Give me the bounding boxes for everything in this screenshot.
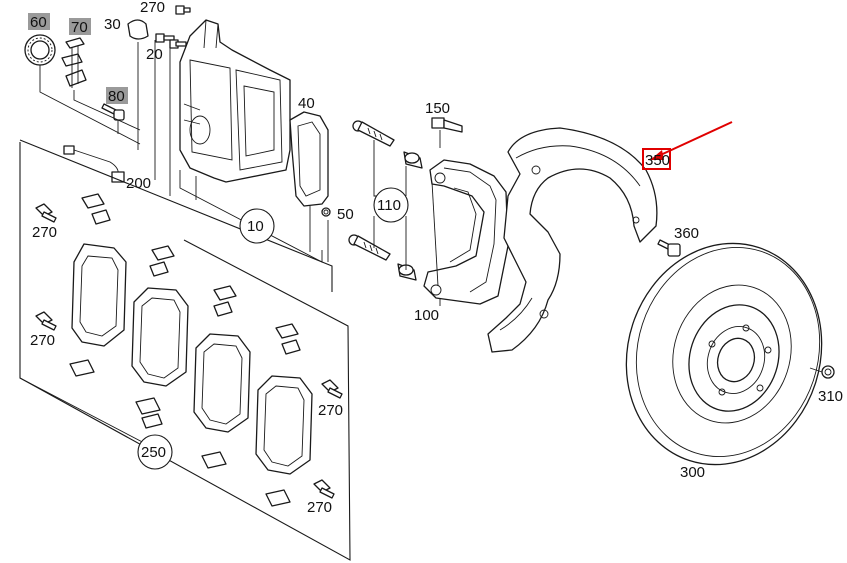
brake-pad-2[interactable] (131, 287, 189, 387)
carrier-bolt-upper-part[interactable] (352, 120, 395, 147)
label-80: 80 (108, 88, 125, 105)
brake-disc-part[interactable] (598, 218, 847, 490)
guide-bushing-upper-part[interactable] (403, 151, 423, 169)
small-screw-part[interactable] (321, 207, 331, 217)
label-150: 150 (425, 100, 450, 117)
label-110: 110 (377, 197, 401, 214)
label-270-d: 270 (307, 499, 332, 516)
label-bg-70 (69, 18, 91, 35)
label-50: 50 (337, 206, 354, 223)
pad-clip-group[interactable] (69, 193, 301, 507)
label-70: 70 (71, 19, 88, 36)
callout-circle-10 (239, 208, 275, 244)
sensor-ring-part[interactable] (24, 34, 56, 66)
carrier-bolt-lower-part[interactable] (348, 234, 391, 261)
callout-circle-250 (137, 434, 173, 470)
label-350: 350 (645, 152, 670, 169)
label-60: 60 (30, 14, 47, 31)
label-10: 10 (247, 218, 264, 235)
label-200: 200 (126, 175, 151, 192)
label-300: 300 (680, 464, 705, 481)
label-30: 30 (104, 16, 121, 33)
pad-set-frame (19, 142, 351, 561)
callout-arrow (650, 121, 733, 160)
brake-pad-3[interactable] (193, 333, 251, 433)
label-270-b: 270 (30, 332, 55, 349)
label-40: 40 (298, 95, 315, 112)
brake-pad-1[interactable] (71, 243, 127, 347)
bolt-top-part[interactable] (175, 5, 191, 15)
bolt-270-c[interactable] (321, 379, 343, 399)
bolt-270-b[interactable] (35, 311, 57, 331)
label-bg-60 (28, 13, 50, 30)
disc-screw-part[interactable] (809, 365, 835, 379)
highlight-box-350 (642, 148, 671, 170)
label-100: 100 (414, 307, 439, 324)
label-360: 360 (674, 225, 699, 242)
caliper-carrier-part[interactable] (423, 159, 509, 305)
brake-caliper-part[interactable] (179, 19, 291, 183)
bleeder-cap-part[interactable] (127, 19, 149, 40)
guide-pins-part[interactable] (155, 33, 187, 49)
shield-bolt-part[interactable] (657, 239, 681, 257)
label-20: 20 (146, 46, 163, 63)
bolt-270-a[interactable] (35, 203, 57, 223)
wear-sensor-part[interactable] (63, 145, 125, 183)
label-270-a: 270 (32, 224, 57, 241)
spring-clips-part[interactable] (61, 37, 87, 88)
label-270-top: 270 (140, 0, 165, 16)
bolt-270-d[interactable] (313, 479, 335, 499)
label-310: 310 (818, 388, 843, 405)
pad-shim-part[interactable] (289, 111, 329, 207)
carrier-mount-bolt-part[interactable] (431, 117, 463, 133)
label-250: 250 (141, 444, 166, 461)
brake-pad-4[interactable] (255, 375, 313, 475)
callout-circle-110 (373, 187, 409, 223)
label-270-c: 270 (318, 402, 343, 419)
guide-bushing-lower-part[interactable] (397, 263, 417, 281)
label-bg-80 (106, 87, 128, 104)
splash-shield-part[interactable] (487, 127, 658, 353)
